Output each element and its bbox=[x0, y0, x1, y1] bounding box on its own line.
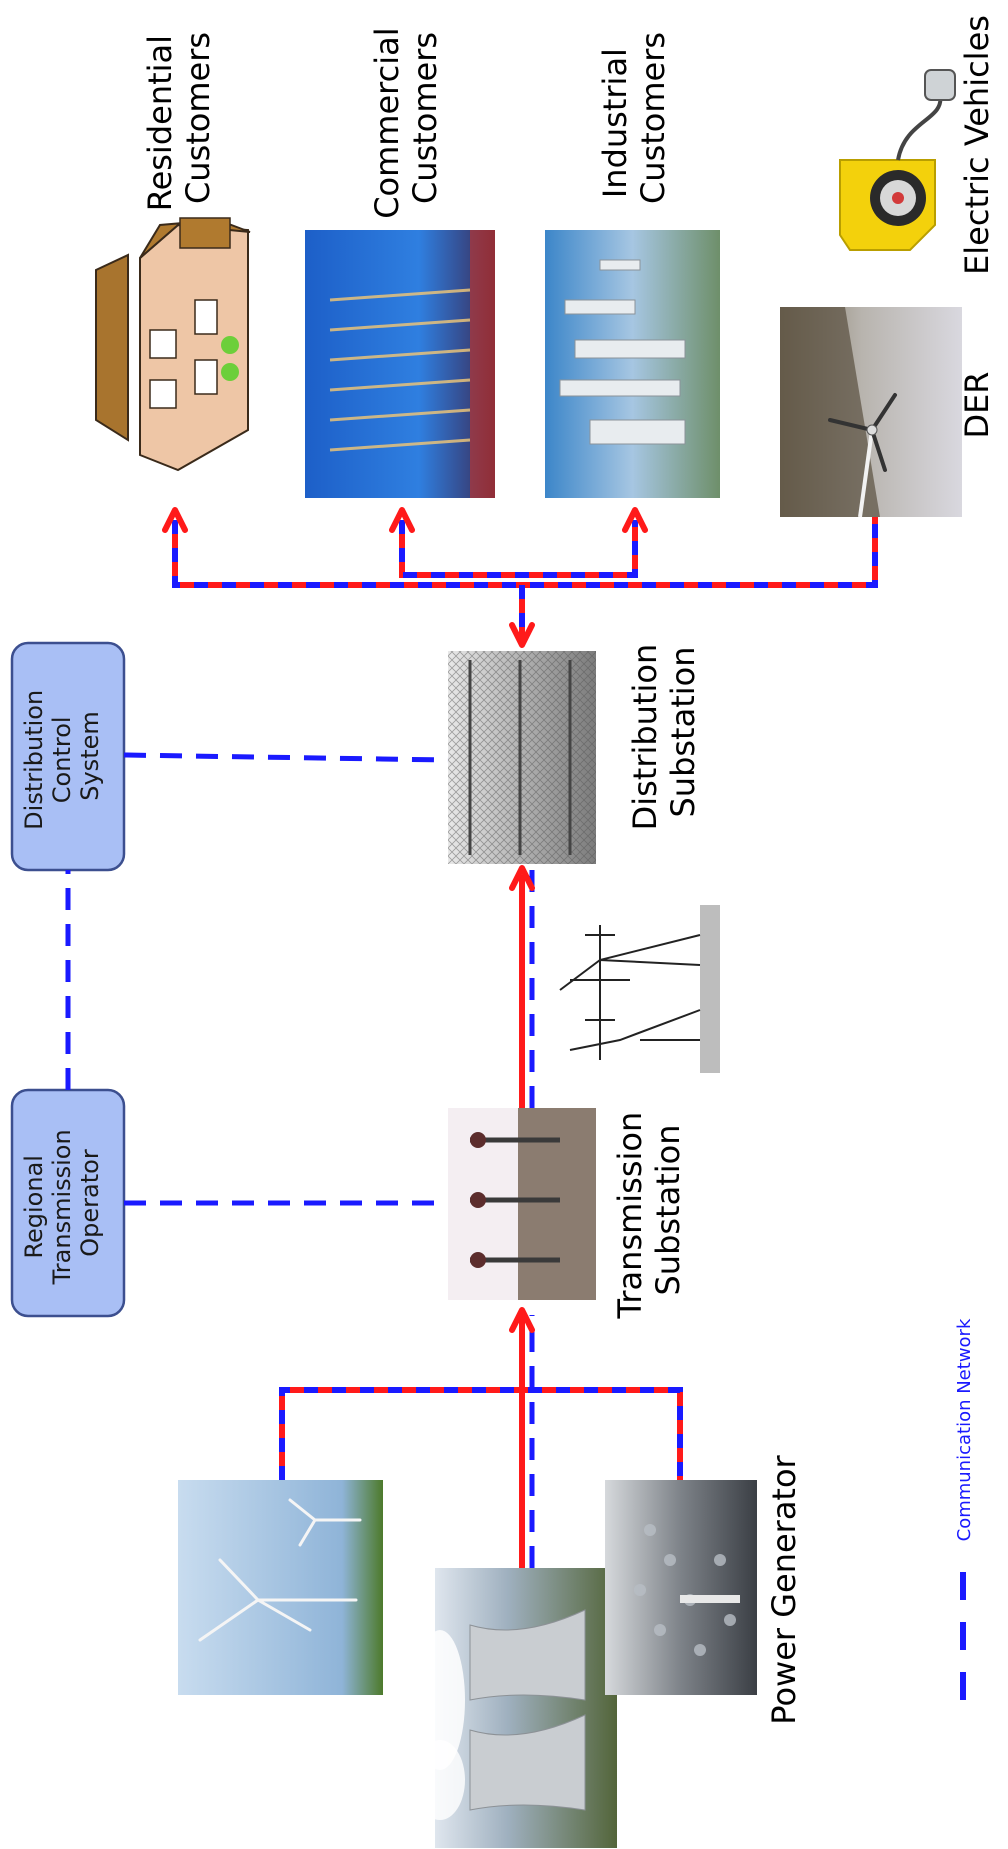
legend-comm-label: Communication Network bbox=[954, 1318, 975, 1541]
transmission-towers-image bbox=[555, 905, 720, 1073]
power-generator-label: Power Generator bbox=[765, 1454, 803, 1724]
communication-lines bbox=[65, 752, 449, 1206]
transmission-substation-label: Transmission Substation bbox=[611, 1102, 687, 1320]
arrow-industrial bbox=[622, 507, 648, 533]
arrow-into-transmission bbox=[509, 1307, 535, 1333]
nuclear-plant-image bbox=[415, 1568, 617, 1848]
der-label: DER bbox=[958, 371, 996, 438]
arrow-into-distribution bbox=[509, 865, 535, 891]
arrow-commercial bbox=[389, 507, 415, 533]
comm-link-control-to-distribution bbox=[123, 752, 449, 763]
wind-farm-image bbox=[178, 1480, 383, 1695]
generator-bus bbox=[279, 1387, 683, 1480]
distribution-substation-image bbox=[448, 651, 596, 864]
commercial-building-image bbox=[305, 230, 495, 498]
distribution-control-box: Distribution Control System bbox=[10, 641, 126, 872]
distribution-control-label: Distribution Control System bbox=[20, 682, 104, 830]
distribution-substation-label: Distribution Substation bbox=[626, 634, 702, 831]
transmission-substation-image bbox=[448, 1108, 596, 1300]
solar-plant-image bbox=[605, 1480, 757, 1695]
electric-vehicles-label: Electric Vehicles bbox=[958, 15, 996, 275]
electric-vehicle-image bbox=[839, 69, 956, 251]
industrial-label: Industrial Customers bbox=[596, 32, 672, 204]
industrial-plant-image bbox=[545, 230, 720, 498]
legend: Communication Network bbox=[954, 1318, 975, 1700]
customer-bus-inner bbox=[399, 520, 638, 578]
arrowheads bbox=[162, 507, 648, 1333]
arrow-residential bbox=[162, 507, 188, 533]
mixed-lines-blue bbox=[172, 517, 878, 1480]
residential-label: Residential Customers bbox=[141, 25, 217, 211]
regional-operator-label: Regional Transmission Operator bbox=[20, 1122, 104, 1286]
regional-operator-box: Regional Transmission Operator bbox=[10, 1088, 126, 1318]
commercial-label: Commercial Customers bbox=[368, 17, 444, 219]
der-image bbox=[780, 307, 962, 518]
arrow-down-distribution bbox=[509, 622, 535, 648]
residential-house-image bbox=[95, 217, 251, 472]
